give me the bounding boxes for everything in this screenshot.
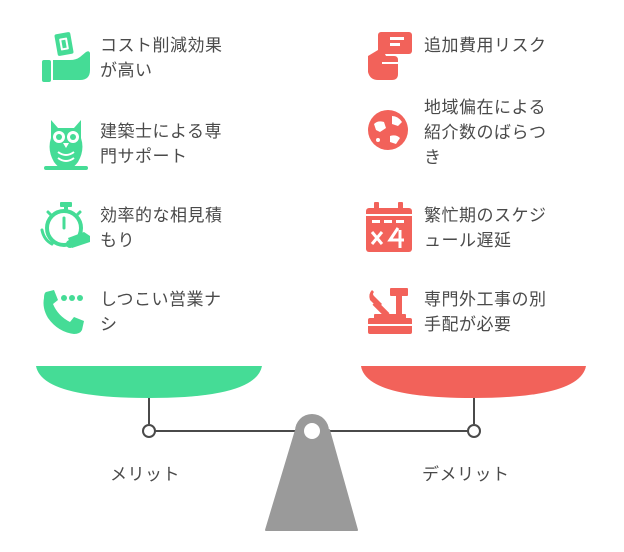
- merit-no-sales-line1: しつこい営業ナ: [100, 290, 222, 310]
- demerit-regional-line2: 紹介数のばらつ: [424, 123, 547, 143]
- demerit-regional-line3: き: [424, 148, 442, 168]
- demerit-busy-season-line2: ュール遅延: [424, 231, 512, 251]
- owl-icon: [40, 116, 92, 172]
- stopwatch-icon: [40, 200, 92, 256]
- merit-cost-line1: コスト削減効果: [100, 36, 223, 56]
- globe-icon: [364, 104, 416, 160]
- merit-item-quotes: 効率的な相見積 もり: [40, 200, 223, 256]
- merit-item-no-sales: しつこい営業ナ シ: [40, 284, 221, 340]
- demerit-extra-cost-line1: 追加費用リスク: [424, 36, 547, 56]
- phone-call-icon: [40, 284, 92, 340]
- demerit-pan: [361, 366, 586, 398]
- tools-icon: [364, 284, 416, 340]
- demerit-other-works-line1: 専門外工事の別: [424, 290, 547, 310]
- demerit-item-busy-season: 繁忙期のスケジ ュール遅延: [364, 200, 547, 256]
- merit-quotes-line2: もり: [100, 231, 135, 251]
- money-hand-icon: [40, 30, 92, 86]
- demerit-side-label: デメリット: [422, 465, 510, 485]
- demerit-item-regional: 地域偏在による 紹介数のばらつ き: [364, 92, 547, 171]
- merit-item-cost: コスト削減効果 が高い: [40, 30, 223, 86]
- merit-cost-line2: が高い: [100, 61, 153, 81]
- demerit-other-works-line2: 手配が必要: [424, 315, 512, 335]
- demerit-regional-line1: 地域偏在による: [424, 98, 546, 118]
- card-hand-icon: [364, 30, 416, 86]
- calendar-x4-icon: [364, 200, 416, 256]
- merit-side-label: メリット: [110, 465, 180, 485]
- merit-architect-line1: 建築士による専: [100, 122, 222, 142]
- demerit-busy-season-line1: 繁忙期のスケジ: [424, 206, 547, 226]
- merit-no-sales-line2: シ: [100, 315, 118, 335]
- demerit-item-other-works: 専門外工事の別 手配が必要: [364, 284, 547, 340]
- merit-architect-line2: 門サポート: [100, 147, 188, 167]
- merit-pan: [36, 366, 262, 398]
- demerit-item-extra-cost: 追加費用リスク: [364, 30, 547, 86]
- merit-quotes-line1: 効率的な相見積: [100, 206, 223, 226]
- merit-item-architect: 建築士による専 門サポート: [40, 116, 222, 172]
